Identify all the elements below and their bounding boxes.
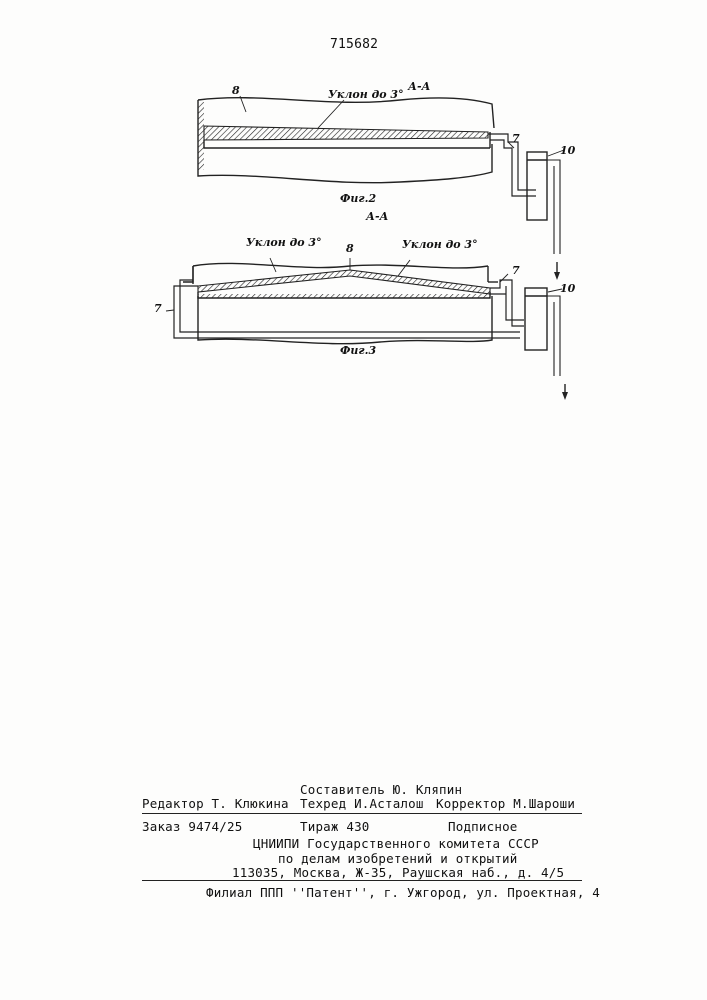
fig2-slope-label: Уклон до 3° bbox=[328, 88, 404, 101]
imprint-rule-top bbox=[142, 813, 582, 814]
order-number: Заказ 9474/25 bbox=[142, 819, 242, 834]
circulation: Тираж 430 bbox=[300, 819, 370, 834]
fig3-section-label: А-А bbox=[366, 210, 388, 223]
subscription: Подписное bbox=[448, 819, 518, 834]
fig3-ref-8: 8 bbox=[346, 242, 354, 255]
fig3-slope-label-right: Уклон до 3° bbox=[402, 238, 478, 251]
fig3-ref-7-right: 7 bbox=[512, 264, 520, 277]
branch-line: Филиал ППП ''Патент'', г. Ужгород, ул. П… bbox=[206, 885, 600, 900]
fig2-ref-10: 10 bbox=[560, 144, 575, 157]
org-line-1: ЦНИИПИ Государственного комитета СССР bbox=[253, 836, 539, 851]
editor-line: Редактор Т. Клюкина bbox=[142, 796, 289, 811]
technical-drawings bbox=[0, 0, 707, 420]
figure-2-drawing bbox=[198, 96, 564, 280]
imprint-rule-bottom bbox=[142, 880, 582, 881]
techred-line: Техред И.Асталош bbox=[300, 796, 424, 811]
fig2-caption: Фиг.2 bbox=[340, 192, 376, 205]
figure-3-drawing bbox=[166, 258, 568, 400]
fig3-caption: Фиг.3 bbox=[340, 344, 376, 357]
corrector-line: Корректор М.Шароши bbox=[436, 796, 575, 811]
fig3-ref-10: 10 bbox=[560, 282, 575, 295]
composer-line: Составитель Ю. Кляпин bbox=[300, 782, 462, 797]
fig2-ref-7: 7 bbox=[512, 132, 520, 145]
fig2-ref-8: 8 bbox=[232, 84, 240, 97]
fig3-slope-label-left: Уклон до 3° bbox=[246, 236, 322, 249]
org-line-3: 113035, Москва, Ж-35, Раушская наб., д. … bbox=[232, 865, 564, 880]
fig3-ref-7-left: 7 bbox=[154, 302, 162, 315]
fig2-section-label: А-А bbox=[408, 80, 430, 93]
org-line-2: по делам изобретений и открытий bbox=[278, 851, 518, 866]
